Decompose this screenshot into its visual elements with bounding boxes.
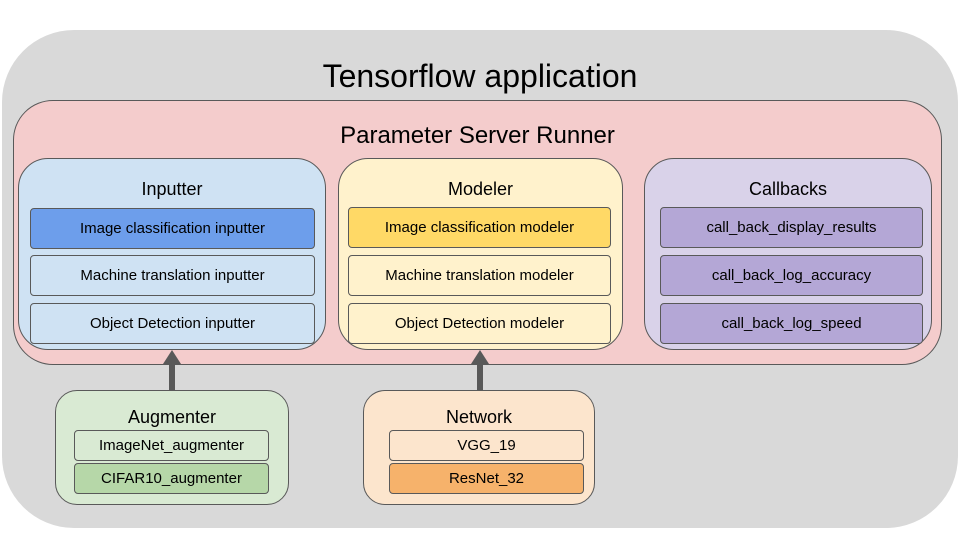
network-to-modeler-arrow-stem	[477, 363, 483, 390]
application-title: Tensorflow application	[322, 58, 638, 94]
runner-title: Parameter Server Runner	[340, 122, 615, 149]
inputter-item-image-classification[interactable]: Image classification inputter	[30, 208, 315, 249]
augmenter-item-imagenet[interactable]: ImageNet_augmenter	[74, 430, 269, 461]
modeler-item-image-classification[interactable]: Image classification modeler	[348, 207, 611, 248]
network-item-resnet32[interactable]: ResNet_32	[389, 463, 584, 494]
callback-item-log-accuracy[interactable]: call_back_log_accuracy	[660, 255, 923, 296]
modeler-item-machine-translation[interactable]: Machine translation modeler	[348, 255, 611, 296]
callback-item-display-results[interactable]: call_back_display_results	[660, 207, 923, 248]
augmenter-to-inputter-arrow-stem	[169, 363, 175, 390]
inputter-title: Inputter	[141, 179, 203, 199]
inputter-item-machine-translation[interactable]: Machine translation inputter	[30, 255, 315, 296]
modeler-item-object-detection[interactable]: Object Detection modeler	[348, 303, 611, 344]
network-to-modeler-arrow-head	[471, 350, 489, 364]
network-title: Network	[445, 407, 512, 427]
augmenter-to-inputter-arrow-head	[163, 350, 181, 364]
network-item-vgg19[interactable]: VGG_19	[389, 430, 584, 461]
callback-item-log-speed[interactable]: call_back_log_speed	[660, 303, 923, 344]
inputter-item-object-detection[interactable]: Object Detection inputter	[30, 303, 315, 344]
modeler-title: Modeler	[447, 179, 514, 199]
augmenter-title: Augmenter	[127, 407, 217, 427]
callbacks-title: Callbacks	[748, 179, 828, 199]
augmenter-item-cifar10[interactable]: CIFAR10_augmenter	[74, 463, 269, 494]
